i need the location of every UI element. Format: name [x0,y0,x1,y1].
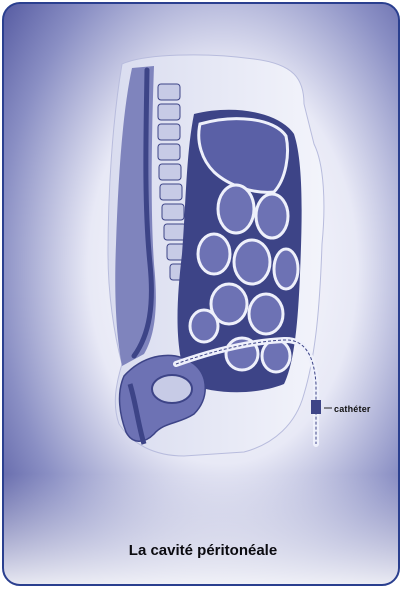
illustration-card: cathéter La cavité péritonéale [2,2,400,586]
background-fade [4,474,400,586]
bladder [152,375,192,403]
peritoneal-cavity-illustration [4,4,400,586]
catheter-label: cathéter [334,404,371,414]
figure-title: La cavité péritonéale [4,542,400,559]
catheter-cuff [311,400,321,414]
